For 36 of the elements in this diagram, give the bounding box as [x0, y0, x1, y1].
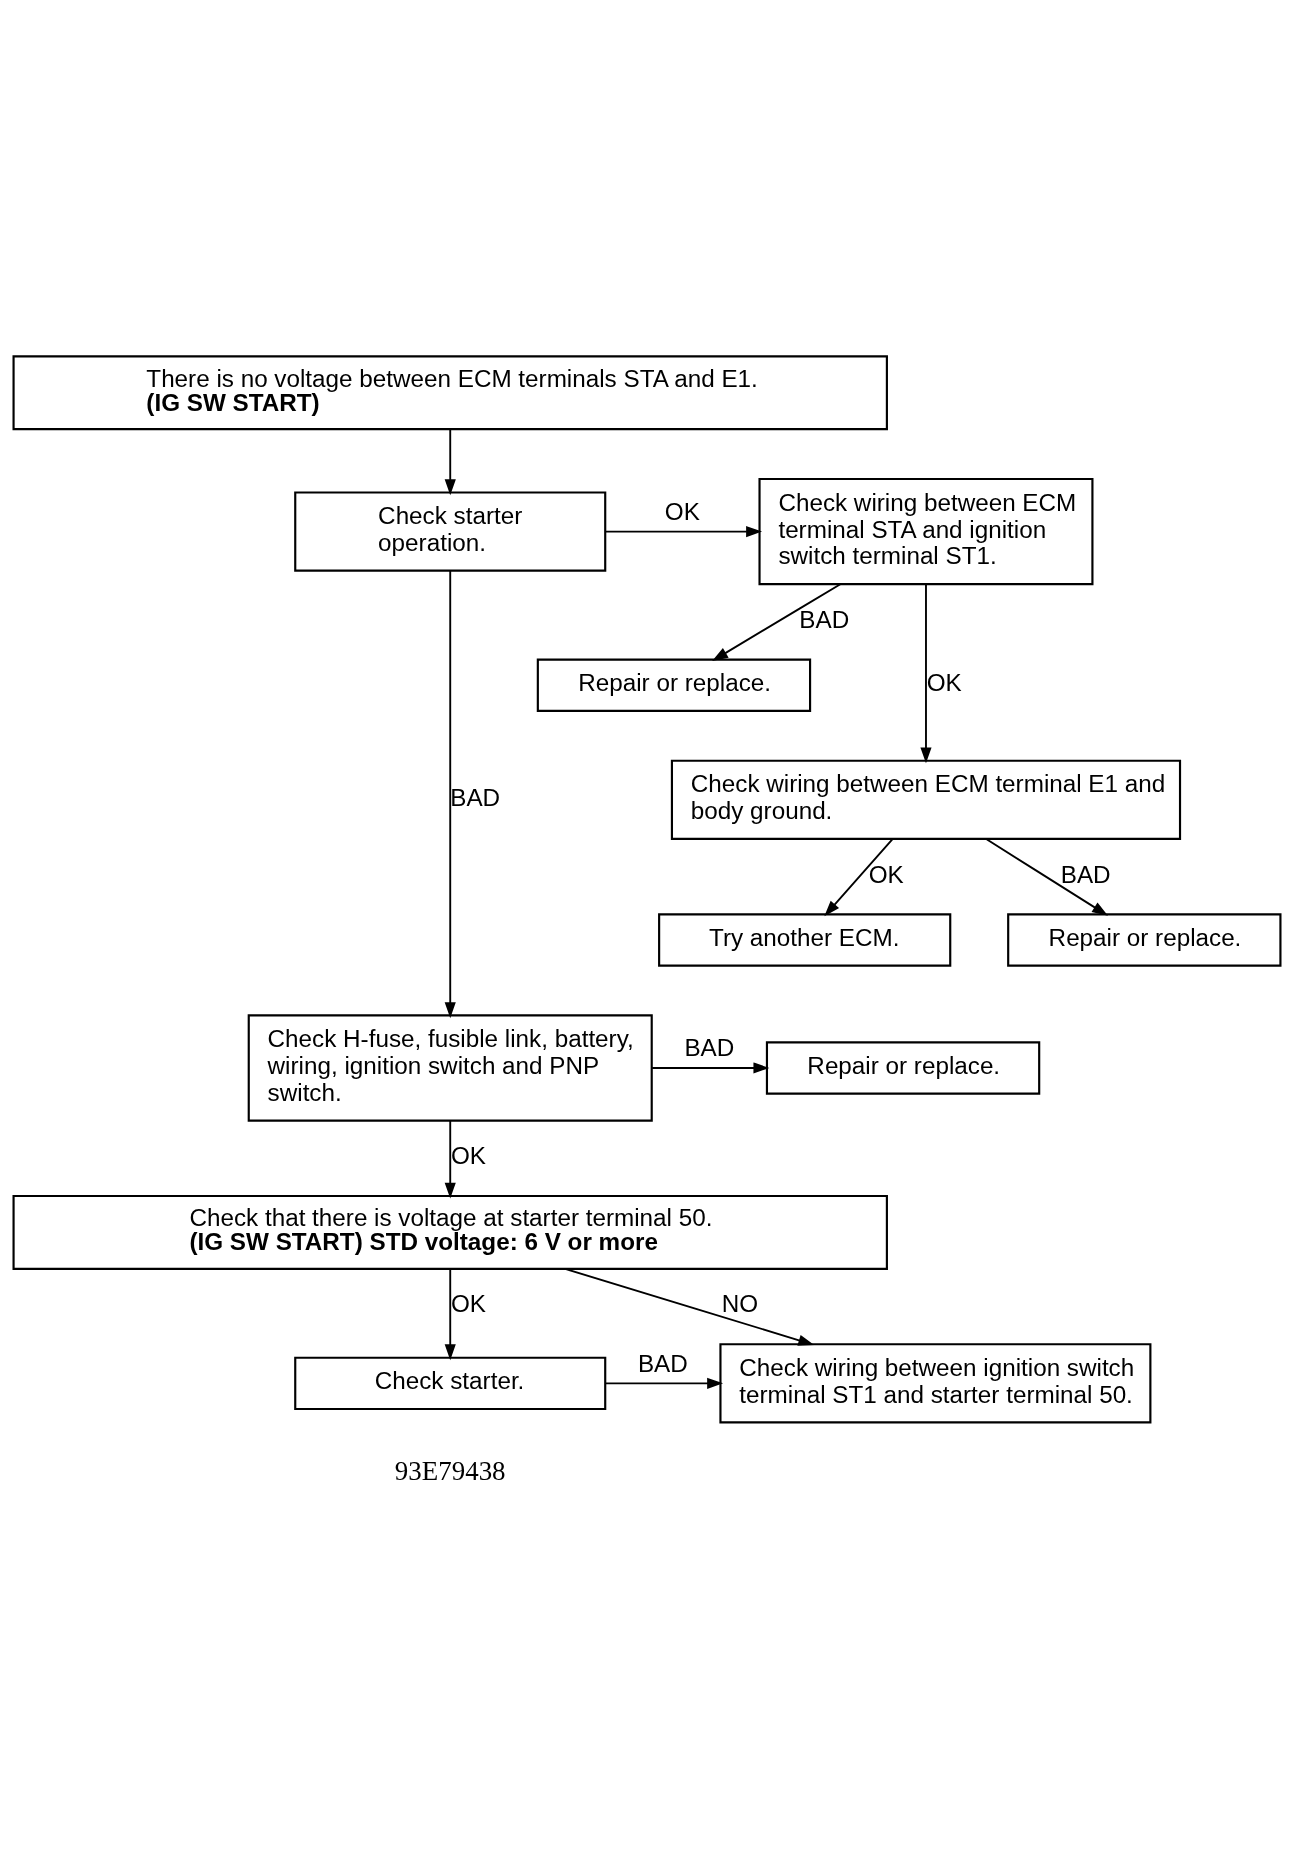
node-box: Repair or replace.: [536, 658, 812, 712]
edge-label: OK: [868, 860, 904, 888]
arrow: [712, 583, 842, 662]
label: 93E79438: [394, 1456, 506, 1487]
node-box: Check starter.: [294, 1356, 607, 1411]
node-box: Repair or replace.: [765, 1041, 1041, 1095]
node-box: Repair or replace.: [1007, 913, 1282, 967]
arrow: [604, 1377, 724, 1389]
arrow: [564, 1267, 815, 1346]
node-box: Check that there is voltage at starter terminal 50. (IG SW START) STD voltage: 6 V or more: [12, 1194, 888, 1270]
edge-label: OK: [926, 669, 962, 697]
arrow: [444, 1120, 456, 1199]
edge-label: OK: [450, 1290, 486, 1318]
arrow: [444, 428, 456, 496]
node-box: There is no voltage between ECM terminals STA and E1. (IG SW START): [12, 355, 888, 431]
node-box: Check wiring between ECM terminal E1 and body ground.: [670, 759, 1182, 840]
edge-label: BAD: [684, 1034, 735, 1062]
arrow: [985, 838, 1108, 916]
arrow: [824, 838, 894, 917]
arrow: [604, 526, 763, 538]
arrow: [444, 570, 456, 1019]
edge-label: BAD: [1060, 860, 1111, 888]
node-box: Try another ECM.: [658, 913, 952, 967]
arrow: [920, 583, 932, 764]
edge-label: OK: [450, 1142, 486, 1170]
arrow: [651, 1062, 770, 1074]
edge-label: NO: [721, 1290, 759, 1318]
edge-label: BAD: [799, 605, 850, 633]
arrow: [444, 1267, 456, 1361]
node-box: Check wiring between ECM terminal STA and ignition switch terminal ST1.: [758, 477, 1094, 586]
edge-label: OK: [664, 498, 700, 525]
edge-label: BAD: [450, 783, 501, 811]
node-box: Check starter operation.: [294, 491, 607, 572]
edge-label: BAD: [637, 1349, 688, 1377]
node-box: Check wiring between ignition switch terminal ST1 and starter terminal 50.: [719, 1343, 1152, 1424]
node-box: Check H-fuse, fusible link, battery, wiring, ignition switch and PNP switch.: [247, 1014, 653, 1122]
